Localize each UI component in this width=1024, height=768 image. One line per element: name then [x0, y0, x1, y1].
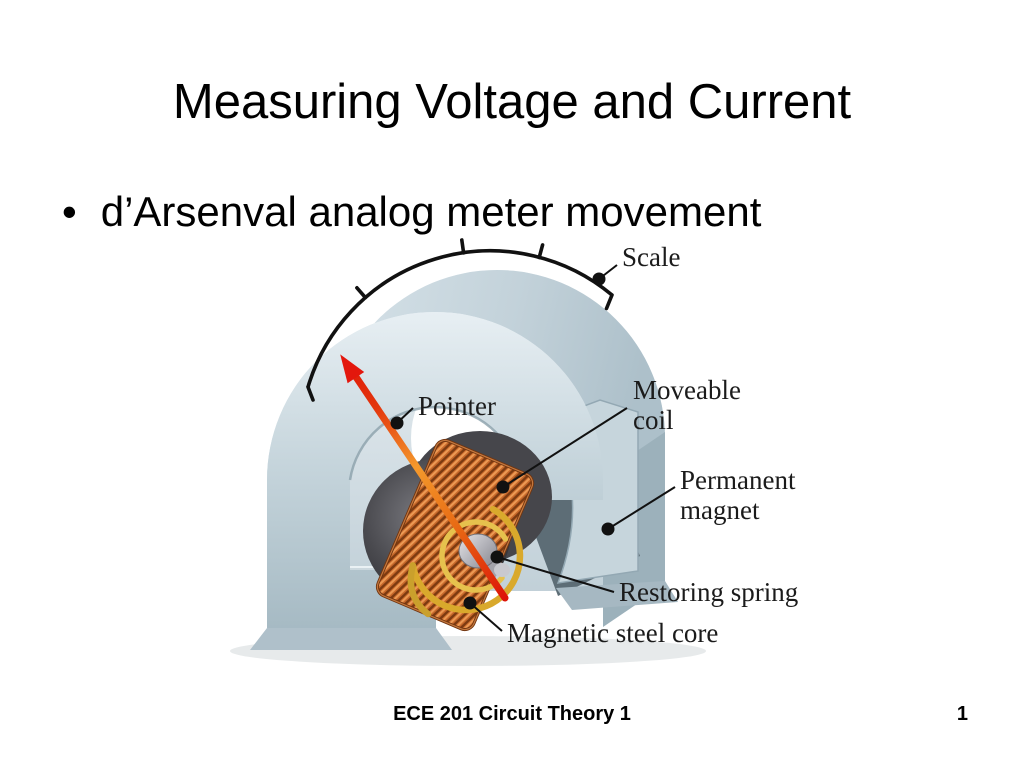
label-pointer: Pointer	[418, 391, 496, 421]
label-moveable-coil-line2: coil	[633, 405, 674, 435]
magnet-left-foot	[250, 628, 452, 650]
scale-arc	[306, 238, 614, 402]
label-permanent-magnet-line1: Permanent	[680, 465, 796, 495]
label-moveable-coil-line1: Moveable	[633, 375, 741, 405]
bullet-text: d’Arsenval analog meter movement	[100, 188, 762, 235]
footer-course: ECE 201 Circuit Theory 1	[393, 703, 631, 725]
magnet-top-surface	[267, 270, 665, 480]
callout-dots	[390, 272, 615, 610]
page-number: 1	[956, 703, 968, 725]
restoring-spring	[407, 505, 524, 618]
label-permanent-magnet-line2: magnet	[680, 495, 760, 525]
bullet-item: • d’Arsenval analog meter movement	[62, 188, 761, 236]
slide-title: Measuring Voltage and Current	[172, 75, 852, 129]
label-magnetic-steel-core: Magnetic steel core	[507, 618, 718, 648]
magnet-back-foot	[556, 581, 678, 610]
pointer	[340, 354, 509, 602]
bullet-marker: •	[62, 188, 77, 235]
magnet-front-face	[267, 312, 603, 633]
label-restoring-spring: Restoring spring	[619, 577, 798, 607]
label-scale: Scale	[622, 242, 680, 272]
